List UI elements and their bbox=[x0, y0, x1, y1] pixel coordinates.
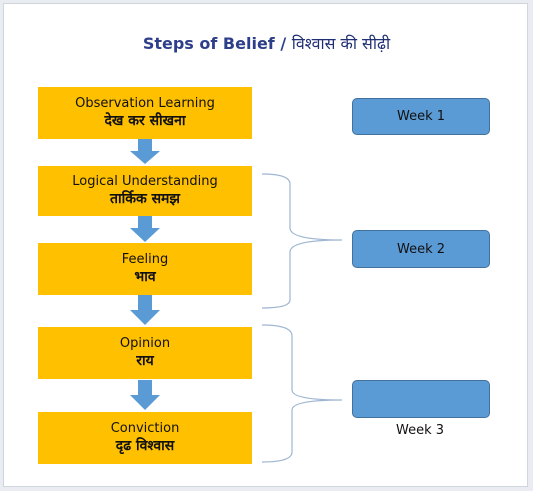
week-2-label: Week 2 bbox=[396, 241, 446, 257]
week-3-label: Week 3 bbox=[396, 423, 445, 438]
step-label-en: Feeling bbox=[121, 252, 169, 267]
step-label-hi: दृढ विश्वास bbox=[115, 438, 175, 454]
step-conviction: Conviction दृढ विश्वास bbox=[38, 412, 252, 464]
step-feeling: Feeling भाव bbox=[38, 243, 252, 295]
diagram-title: Steps of Belief / विश्वास की सीढ़ी bbox=[0, 32, 533, 54]
step-label-en: Logical Understanding bbox=[72, 174, 218, 189]
title-hindi: विश्वास की सीढ़ी bbox=[291, 34, 391, 53]
step-label-hi: देख कर सीखना bbox=[104, 113, 186, 129]
step-logical-understanding: Logical Understanding तार्किक समझ bbox=[38, 166, 252, 216]
step-label-en: Opinion bbox=[119, 336, 171, 351]
step-opinion: Opinion राय bbox=[38, 327, 252, 379]
week-1-box: Week 1 bbox=[352, 98, 490, 135]
step-label-en: Conviction bbox=[110, 421, 180, 436]
step-label-hi: राय bbox=[136, 353, 154, 369]
week-1-label: Week 1 bbox=[396, 109, 446, 124]
brace-week-3 bbox=[261, 324, 343, 463]
brace-week-2 bbox=[261, 173, 343, 309]
step-observation-learning: Observation Learning देख कर सीखना bbox=[38, 87, 252, 139]
step-label-hi: भाव bbox=[134, 269, 156, 285]
title-english: Steps of Belief / bbox=[142, 34, 287, 53]
down-arrow-2 bbox=[130, 216, 160, 242]
down-arrow-4 bbox=[130, 380, 160, 410]
step-label-en: Observation Learning bbox=[75, 96, 215, 111]
step-label-hi: तार्किक समझ bbox=[109, 191, 181, 207]
week-3-box bbox=[352, 380, 490, 418]
down-arrow-1 bbox=[130, 139, 160, 164]
down-arrow-3 bbox=[130, 295, 160, 325]
week-2-box: Week 2 bbox=[352, 230, 490, 268]
